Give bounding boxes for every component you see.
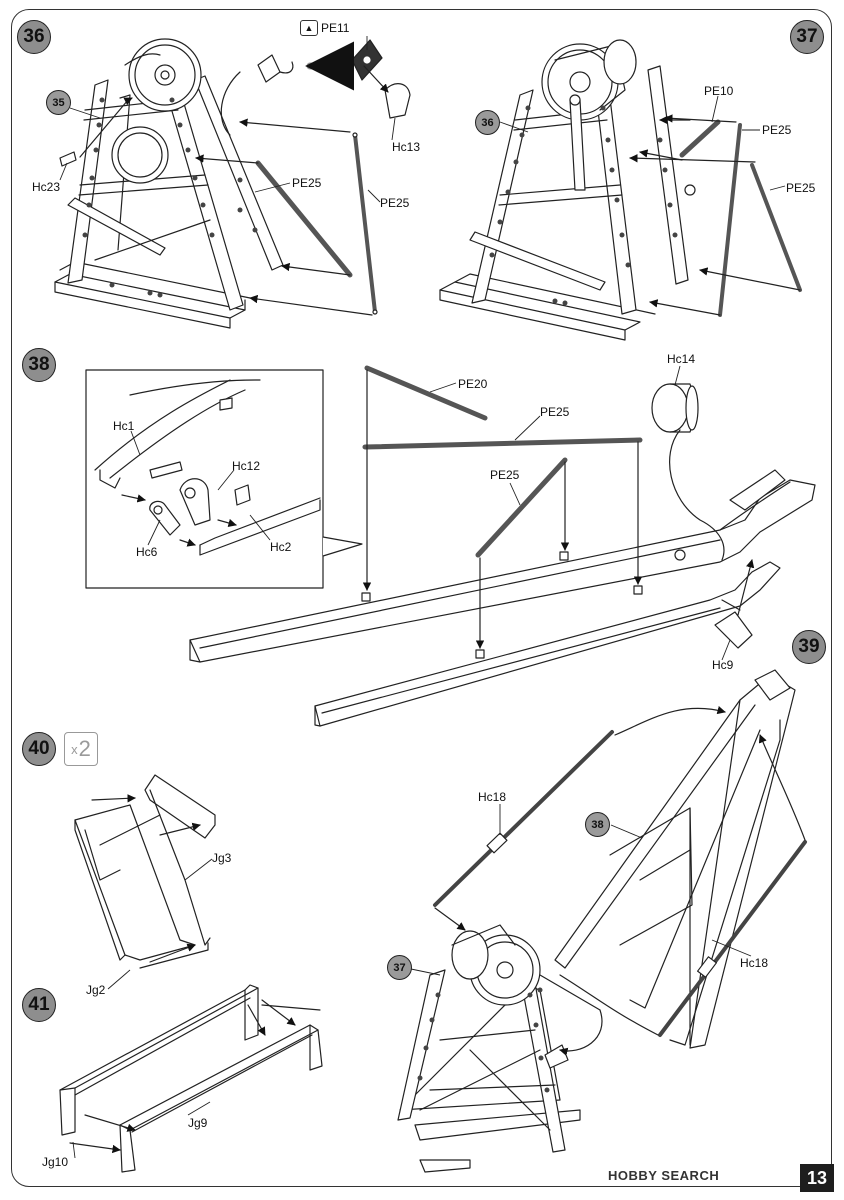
pe11-callout: ▲ PE11 bbox=[300, 20, 349, 36]
jg2-label: Jg2 bbox=[86, 983, 106, 997]
multiplier-count: 2 bbox=[78, 736, 91, 761]
ref-35-badge: 35 bbox=[46, 90, 71, 115]
pe20-label: PE20 bbox=[458, 377, 488, 391]
ref-36-badge: 36 bbox=[475, 110, 500, 135]
ref-38-badge: 38 bbox=[585, 812, 610, 837]
step40-part-jg2-jg3 bbox=[74, 774, 216, 969]
page-number: 13 bbox=[800, 1164, 834, 1192]
step-37-badge: 37 bbox=[790, 20, 824, 54]
jg10-label: Jg10 bbox=[42, 1155, 69, 1169]
hc23-label: Hc23 bbox=[32, 180, 61, 194]
watermark: HOBBY SEARCH bbox=[608, 1168, 720, 1183]
pe25-label-e: PE25 bbox=[540, 405, 570, 419]
hc13-label: Hc13 bbox=[392, 140, 421, 154]
ref-37-badge: 37 bbox=[387, 955, 412, 980]
hc18-label-a: Hc18 bbox=[478, 790, 507, 804]
jg9-label: Jg9 bbox=[188, 1116, 208, 1130]
hc18-label-b: Hc18 bbox=[740, 956, 769, 970]
step-40-badge: 40 bbox=[22, 732, 56, 766]
pe25-label-a: PE25 bbox=[292, 176, 322, 190]
step-38-badge: 38 bbox=[22, 348, 56, 382]
pe25-label-b: PE25 bbox=[380, 196, 410, 210]
step-39-badge: 39 bbox=[792, 630, 826, 664]
pe10-label: PE10 bbox=[704, 84, 734, 98]
quantity-multiplier: x 2 bbox=[64, 732, 98, 766]
hc9-label: Hc9 bbox=[712, 658, 734, 672]
step41-part-jg9-jg10 bbox=[59, 984, 323, 1173]
hc12-label: Hc12 bbox=[232, 459, 261, 473]
pe25-label-f: PE25 bbox=[490, 468, 520, 482]
jg3-label: Jg3 bbox=[212, 851, 232, 865]
hc2-label: Hc2 bbox=[270, 540, 292, 554]
step37-winch-frame bbox=[439, 39, 802, 341]
hc1-label: Hc1 bbox=[113, 419, 135, 433]
hc14-label: Hc14 bbox=[667, 352, 696, 366]
photo-etch-up-arrow-icon: ▲ bbox=[300, 20, 318, 36]
step38-detail-box bbox=[85, 369, 363, 589]
step-36-badge: 36 bbox=[17, 20, 51, 54]
multiplier-prefix: x bbox=[71, 741, 78, 757]
step38-frame-rails bbox=[189, 365, 816, 727]
pe25-label-c: PE25 bbox=[762, 123, 792, 137]
hc6-label: Hc6 bbox=[136, 545, 158, 559]
step-41-badge: 41 bbox=[22, 988, 56, 1022]
step39-boom-assembly bbox=[397, 669, 807, 1173]
page-border bbox=[11, 9, 832, 1187]
pe11-label: PE11 bbox=[321, 21, 350, 35]
step36-winch-frame bbox=[54, 38, 411, 329]
pe25-label-d: PE25 bbox=[786, 181, 816, 195]
